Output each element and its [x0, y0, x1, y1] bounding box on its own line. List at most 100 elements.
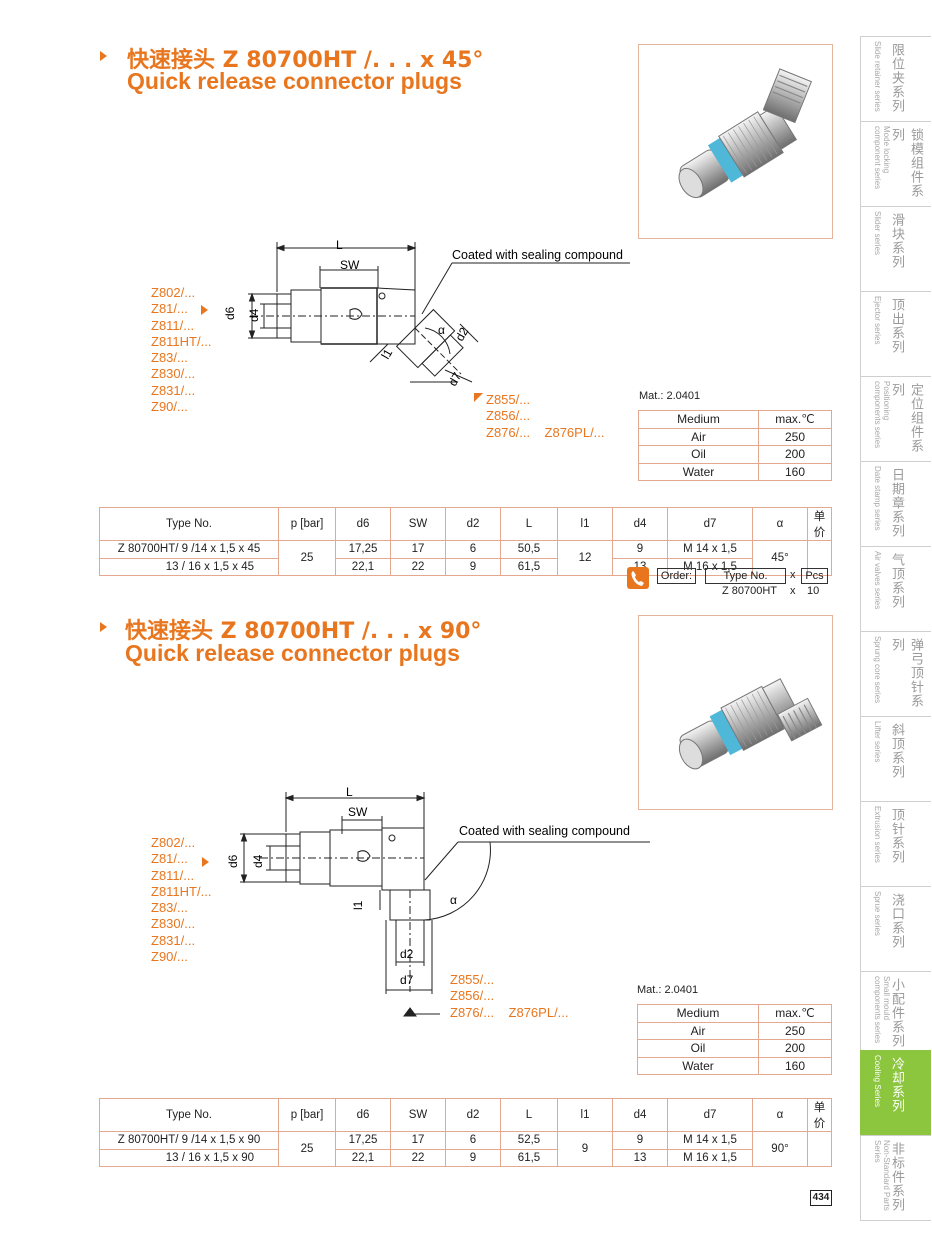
- d4-cell: 13: [612, 1148, 668, 1167]
- sidebar-tab-ejector[interactable]: 顶出系列 Ejector series: [860, 291, 931, 376]
- section-1-title-cn: 快速接头 Z 80700HT /. . . x 45°: [127, 48, 484, 73]
- d2-cell: 9: [445, 557, 501, 576]
- sidebar-tab-label-en: Lifter series: [873, 721, 882, 763]
- order-qty-value: 10: [807, 585, 820, 597]
- dim-d6-label: d6: [223, 306, 237, 320]
- series-item[interactable]: Z811/...: [151, 867, 195, 883]
- series-item[interactable]: Z811/...: [151, 317, 195, 333]
- order-type-value: Z 80700HT: [722, 585, 778, 597]
- dim-l1-label: l1: [351, 900, 365, 910]
- sidebar-tab-slide-retainer[interactable]: 限位夹系列 Slide retainer series: [860, 36, 931, 121]
- series-item[interactable]: Z876/...: [486, 424, 531, 440]
- L-cell: 52,5: [500, 1131, 558, 1150]
- medium-cell: Air: [637, 1021, 759, 1040]
- d6-cell: 17,25: [335, 540, 391, 559]
- series-item[interactable]: Z830/...: [151, 366, 196, 382]
- type-cell: Z 80700HT/ 9 /14 x 1,5 x 90: [99, 1131, 279, 1150]
- header-alpha: α: [752, 1098, 808, 1132]
- d7-cell: M 14 x 1,5: [667, 540, 753, 559]
- series-item[interactable]: Z811HT/...: [151, 883, 212, 899]
- series-item[interactable]: Z81/...: [151, 301, 188, 317]
- sidebar-tab-label-cn: 非标件系列: [889, 1142, 904, 1212]
- sidebar-tab-label-cn: 顶出系列: [889, 298, 904, 354]
- sidebar-tab-label-en: Sprung core series: [873, 636, 882, 704]
- right-series-list-90: Z855/... Z856/... Z876/... Z876PL/...: [450, 972, 569, 1021]
- left-series-list-90: Z802/... Z81/... Z811/... Z811HT/... Z83…: [151, 835, 211, 965]
- series-item[interactable]: Z90/...: [151, 949, 188, 965]
- series-item[interactable]: Z876PL/...: [508, 1004, 569, 1020]
- series-item[interactable]: Z802/...: [151, 835, 196, 850]
- sidebar-tab-date-stamp[interactable]: 日期章系列 Date stamp series: [860, 461, 931, 546]
- sidebar-tab-label-en: Date stamp series: [873, 466, 882, 531]
- sidebar-tab-small-components[interactable]: 小配件系列 Small mould components series: [860, 971, 931, 1056]
- d4-cell: 9: [612, 540, 668, 559]
- spec-table-90: Type No. p [bar] d6 SW d2 L l1 d4 d7 α 单…: [99, 1098, 832, 1167]
- sidebar-tab-label-en: Slide retainer series: [873, 41, 882, 112]
- p-cell: 25: [278, 1131, 336, 1167]
- max-temp-header: max.℃: [758, 410, 832, 429]
- sidebar-tab-sprung-core[interactable]: 弹弓顶针系列 Sprung core series: [860, 631, 931, 716]
- series-item[interactable]: Z802/...: [151, 285, 196, 300]
- sidebar-tab-label-en: Air valves series: [873, 551, 882, 610]
- header-d7: d7: [667, 1098, 753, 1132]
- coated-note-90: Coated with sealing compound: [459, 824, 630, 838]
- connector-90-image: [678, 678, 823, 770]
- series-item[interactable]: Z876/...: [450, 1004, 495, 1020]
- sidebar-tab-mode-locking[interactable]: 锁模组件系列 Mode locking component series: [860, 121, 931, 206]
- series-item[interactable]: Z831/...: [151, 932, 196, 948]
- medium-cell: Water: [638, 462, 759, 481]
- type-cell: Z 80700HT/ 9 /14 x 1,5 x 45: [99, 540, 279, 559]
- sidebar-tab-label-cn: 滑块系列: [889, 213, 904, 269]
- series-item[interactable]: Z83/...: [151, 350, 188, 366]
- temp-cell: 250: [758, 427, 832, 446]
- sidebar-tab-non-standard[interactable]: 非标件系列 Non-Standard Parts Series: [860, 1135, 931, 1221]
- sidebar-tab-air-valves[interactable]: 气顶系列 Air valves series: [860, 546, 931, 631]
- header-p-bar: p [bar]: [278, 1098, 336, 1132]
- type-cell: 13 / 16 x 1,5 x 45: [99, 557, 279, 576]
- d2-cell: 6: [445, 1131, 501, 1150]
- dim-d7-label: d7: [400, 973, 414, 987]
- series-item[interactable]: Z855/...: [450, 972, 495, 987]
- sidebar-tab-positioning[interactable]: 定位组件系列 Positioning components series: [860, 376, 931, 461]
- dim-l1-label: l1: [378, 346, 395, 361]
- header-sw: SW: [390, 507, 446, 541]
- series-item[interactable]: Z856/...: [486, 408, 531, 424]
- series-item[interactable]: Z856/...: [450, 988, 495, 1004]
- temp-cell: 160: [758, 462, 832, 481]
- sw-cell: 22: [390, 1148, 446, 1167]
- sidebar-tab-extrusion[interactable]: 顶针系列 Extrusion series: [860, 801, 931, 886]
- dim-L-label: L: [336, 238, 343, 252]
- dim-d7-label: d7: [445, 370, 464, 389]
- series-item[interactable]: Z830/...: [151, 916, 196, 932]
- section-1-title-en: Quick release connector plugs: [127, 68, 462, 94]
- order-x: x: [790, 569, 796, 581]
- series-item[interactable]: Z90/...: [151, 399, 188, 415]
- corner-arrow-icon: [474, 393, 483, 402]
- series-item[interactable]: Z855/...: [486, 392, 531, 407]
- phone-order-icon[interactable]: [627, 567, 649, 589]
- sidebar-tab-label-en: Small mould components series: [873, 976, 891, 1044]
- sidebar-tab-label-cn: 锁模组件系列: [889, 128, 923, 198]
- series-item[interactable]: Z811HT/...: [151, 333, 212, 349]
- series-item[interactable]: Z831/...: [151, 382, 196, 398]
- sidebar-tab-cooling[interactable]: 冷却系列 Cooling Series: [860, 1050, 931, 1135]
- sidebar-tab-lifter[interactable]: 斜顶系列 Lifter series: [860, 716, 931, 801]
- sidebar-tab-slider[interactable]: 滑块系列 Slider series: [860, 206, 931, 291]
- sw-cell: 17: [390, 540, 446, 559]
- series-item[interactable]: Z81/...: [151, 851, 188, 867]
- series-item[interactable]: Z876PL/...: [544, 424, 605, 440]
- d4-cell: 9: [612, 1131, 668, 1150]
- sw-cell: 22: [390, 557, 446, 576]
- pointer-arrow-icon: [201, 305, 208, 315]
- material-label-90: Mat.: 2.0401: [637, 984, 699, 996]
- sidebar-tab-label-en: Ejector series: [873, 296, 882, 345]
- sw-cell: 17: [390, 1131, 446, 1150]
- header-L: L: [500, 1098, 558, 1132]
- technical-drawing-45: L SW d6 d4 Coated with sealing compound …: [223, 238, 630, 389]
- page-number: 434: [810, 1190, 832, 1206]
- series-item[interactable]: Z83/...: [151, 900, 188, 916]
- sidebar-tab-sprue[interactable]: 浇口系列 Sprue series: [860, 886, 931, 971]
- L-cell: 50,5: [500, 540, 558, 559]
